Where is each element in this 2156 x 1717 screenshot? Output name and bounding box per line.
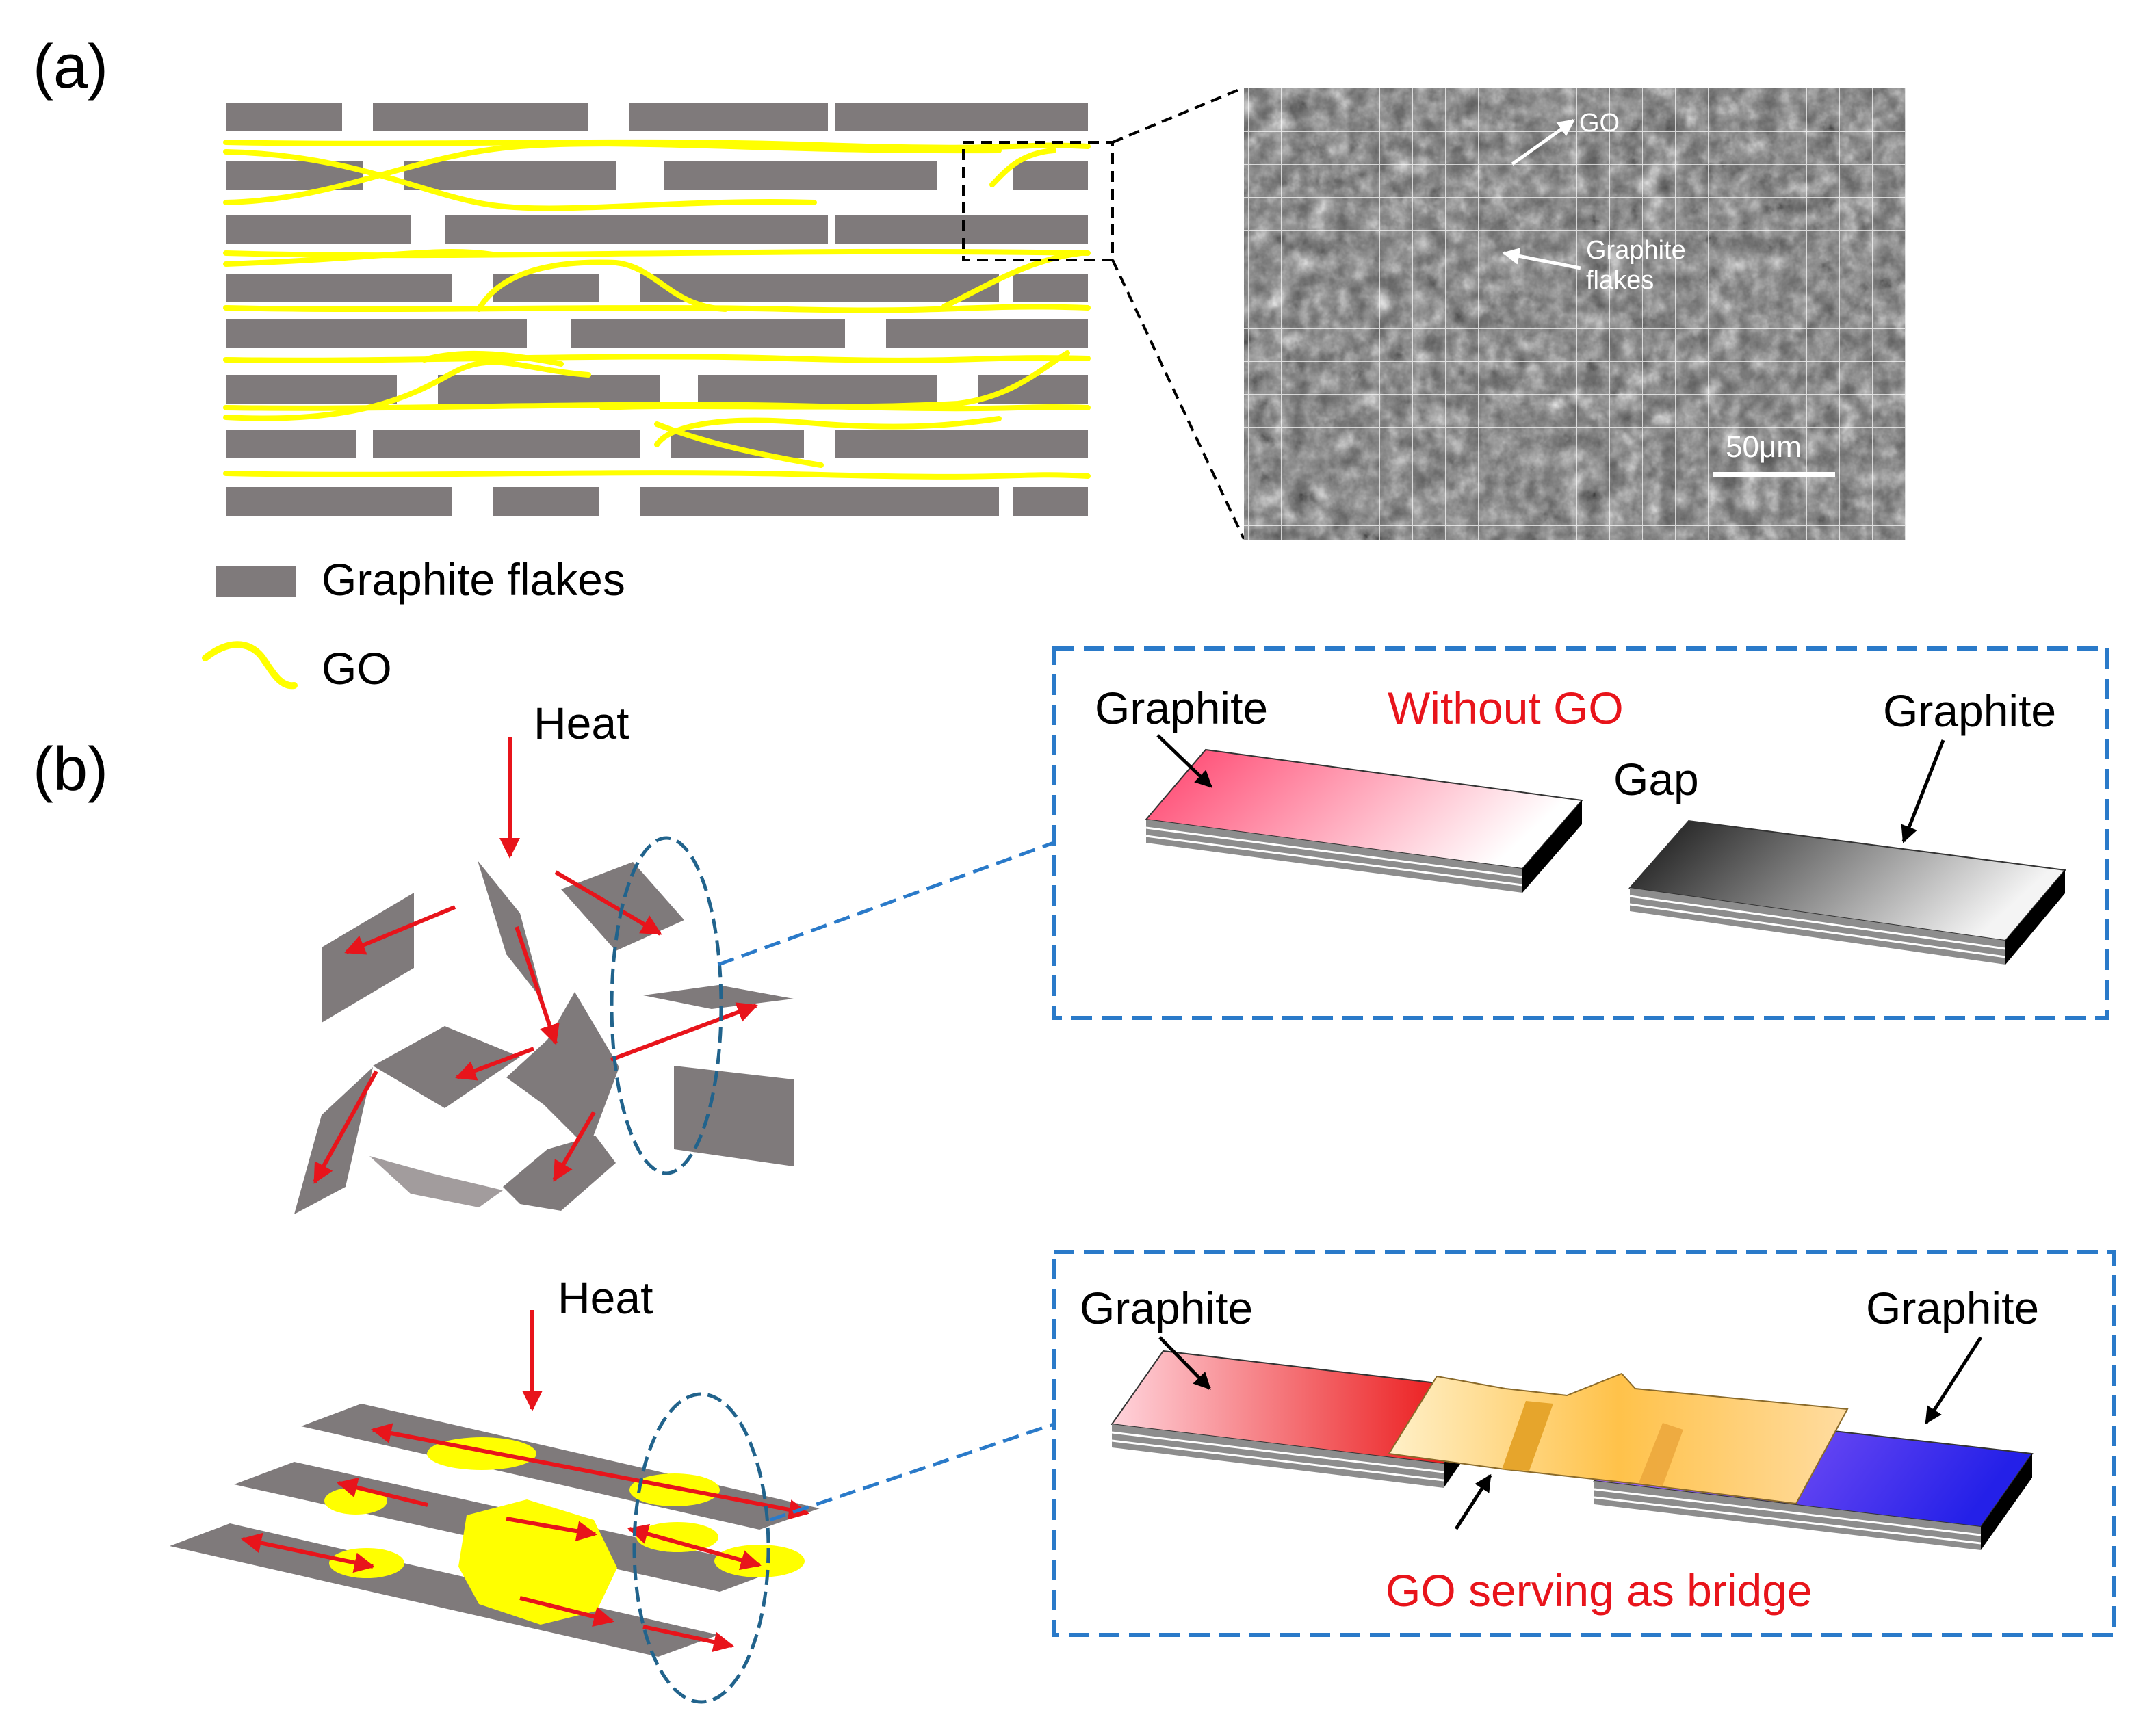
focus-ellipse-bottom [632, 1392, 770, 1704]
legend-go-swatch [202, 641, 298, 690]
with-go-right-pointer [1924, 1336, 1983, 1425]
scale-bar-label: 50μm [1726, 430, 1802, 464]
legend-flake-swatch [216, 566, 296, 597]
without-go-title: Without GO [1388, 683, 1624, 733]
without-go-right-pointer [1901, 739, 1945, 843]
heat-bottom-label: Heat [558, 1272, 653, 1323]
panel-b-label: (b) [33, 735, 108, 804]
without-go-left-pointer [1156, 734, 1212, 788]
sem-flake-label-line1: Graphite [1586, 236, 1686, 265]
connector-bottom [769, 1422, 1054, 1522]
gap-label: Gap [1613, 754, 1699, 804]
with-go-left-pointer [1158, 1336, 1211, 1390]
bridge-pointer [1454, 1473, 1492, 1530]
go-strands [223, 139, 1091, 480]
graphite-block-pink [1145, 748, 1583, 893]
zoom-region-box [962, 141, 1114, 261]
without-go-right-label: Graphite [1883, 685, 2056, 736]
sem-micrograph: GO Graphite flakes 50μm [1244, 88, 1906, 540]
with-go-left-label: Graphite [1080, 1283, 1253, 1333]
with-go-right-label: Graphite [1866, 1283, 2039, 1333]
aligned-heat-arrows [241, 1423, 809, 1652]
disordered-heat-arrows [313, 870, 758, 1184]
heat-top-label: Heat [534, 698, 629, 748]
legend-flake-label: Graphite flakes [322, 554, 625, 605]
sem-flake-label-line2: flakes [1586, 266, 1654, 295]
scale-bar [1713, 472, 1835, 477]
without-go-left-label: Graphite [1095, 683, 1268, 733]
connector-top [718, 841, 1054, 967]
legend-go-label: GO [322, 643, 392, 694]
graphite-flake-layers [226, 103, 1088, 516]
zoom-connector-bottom [1111, 259, 1245, 540]
panel-a-label: (a) [33, 33, 108, 101]
zoom-connector-top [1112, 86, 1245, 144]
graphite-block-black [1628, 820, 2066, 965]
with-go-box [1052, 1250, 2116, 1637]
go-bridge-sheet [1388, 1372, 1849, 1505]
without-go-box [1052, 646, 2109, 1020]
bridge-caption: GO serving as bridge [1386, 1565, 1813, 1616]
sem-go-label: GO [1579, 109, 1620, 137]
focus-ellipse-top [610, 836, 723, 1175]
